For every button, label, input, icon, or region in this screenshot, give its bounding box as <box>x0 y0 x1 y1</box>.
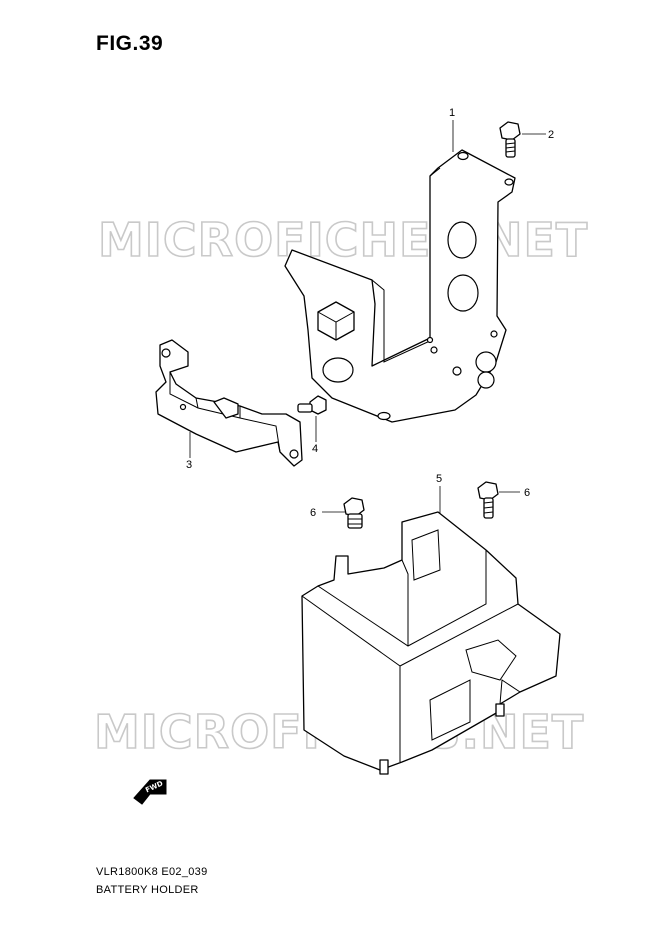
leader-lines <box>189 120 546 514</box>
bracket-part-3 <box>155 339 303 467</box>
fwd-arrow-icon: FWD <box>133 779 167 805</box>
figure-title: FIG.39 <box>96 32 164 55</box>
bolt-part-6-right <box>477 481 499 519</box>
bolt-part-6-left <box>343 497 365 529</box>
bolt-part-2 <box>499 121 521 158</box>
callout-4: 4 <box>312 443 318 455</box>
battery-case-part-5 <box>301 511 561 775</box>
callout-2: 2 <box>548 129 554 141</box>
callout-6-right: 6 <box>524 487 530 499</box>
callout-5: 5 <box>436 473 442 485</box>
bolt-part-4 <box>297 395 327 415</box>
model-code: VLR1800K8 E02_039 <box>96 866 208 878</box>
callout-6-left: 6 <box>310 507 316 519</box>
bracket-part-1 <box>284 149 516 423</box>
watermark-top: MICROFICHES.NET <box>98 213 588 267</box>
callout-1: 1 <box>449 107 455 119</box>
callout-3: 3 <box>186 459 192 471</box>
figure-caption: BATTERY HOLDER <box>96 884 199 896</box>
